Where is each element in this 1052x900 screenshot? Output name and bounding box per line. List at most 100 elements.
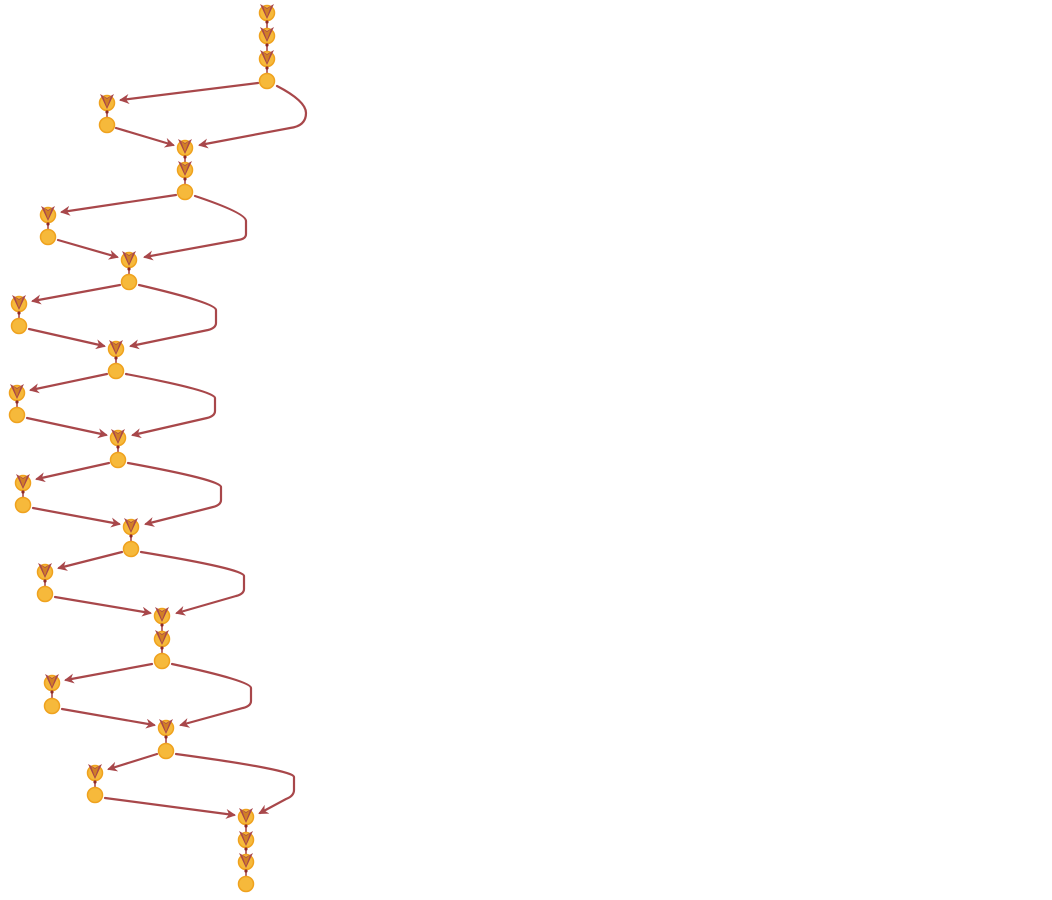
node-dot <box>244 869 248 873</box>
edge-arrow <box>29 372 109 394</box>
node-dot <box>93 780 97 784</box>
edge-arrow <box>107 752 159 772</box>
funnel-node <box>14 474 32 494</box>
edge-arrow <box>35 461 111 483</box>
node-circle <box>120 273 138 291</box>
arrowhead-inner-icon <box>103 96 111 107</box>
funnel-node <box>98 94 116 114</box>
node-dot <box>105 110 109 114</box>
arrowhead-inner-icon <box>158 609 166 620</box>
funnel-node <box>8 384 26 404</box>
node-dot <box>17 311 21 315</box>
node-circle <box>176 183 194 201</box>
funnel-node <box>176 139 194 159</box>
edge-arrow <box>170 662 253 728</box>
arrowhead-inner-icon <box>91 766 99 777</box>
node-circle <box>10 317 28 335</box>
edge-arrow <box>57 550 124 571</box>
funnel-node <box>237 853 255 873</box>
funnel-node <box>10 295 28 315</box>
arrowhead-inner-icon <box>242 855 250 866</box>
arrowhead-inner-icon <box>263 52 271 63</box>
funnel-node <box>176 161 194 181</box>
node-circle <box>43 697 61 715</box>
arrowhead-inner-icon <box>158 632 166 643</box>
arrowhead-inner-icon <box>48 676 56 687</box>
node-dot <box>129 534 133 538</box>
funnel-node <box>122 518 140 538</box>
node-dot <box>265 66 269 70</box>
node-circle <box>153 652 171 670</box>
node-dot <box>50 690 54 694</box>
node-dot <box>265 43 269 47</box>
arrowhead-inner-icon <box>114 431 122 442</box>
node-circle <box>8 406 26 424</box>
arrowhead-inner-icon <box>162 721 170 732</box>
node-dot <box>114 356 118 360</box>
arrowhead-inner-icon <box>41 565 49 576</box>
node-dot <box>265 20 269 24</box>
arrowhead-inner-icon <box>15 297 23 308</box>
node-dot <box>160 646 164 650</box>
funnel-node <box>153 607 171 627</box>
node-circle <box>36 585 54 603</box>
node-circle <box>107 362 125 380</box>
edge-arrow <box>31 283 122 305</box>
funnel-node <box>258 50 276 70</box>
edge-arrow <box>27 327 106 350</box>
node-dot <box>21 490 25 494</box>
node-dot <box>244 824 248 828</box>
edge-arrow <box>174 752 296 815</box>
edge-arrow <box>129 283 218 350</box>
arrowhead-inner-icon <box>242 810 250 821</box>
arrowhead-inner-icon <box>263 29 271 40</box>
node-dot <box>164 735 168 739</box>
node-dot <box>46 222 50 226</box>
arrowhead-inner-icon <box>13 386 21 397</box>
node-dot <box>160 623 164 627</box>
node-dot <box>127 267 131 271</box>
node-dot <box>43 579 47 583</box>
funnel-node <box>120 251 138 271</box>
edges-layer <box>16 19 308 877</box>
funnel-node <box>157 719 175 739</box>
funnel-node <box>237 831 255 851</box>
funnel-node <box>153 630 171 650</box>
arrowhead-inner-icon <box>263 6 271 17</box>
node-circle <box>86 786 104 804</box>
edge-arrow <box>119 81 260 104</box>
nodes-layer <box>8 4 276 893</box>
edge-arrow <box>114 126 175 148</box>
node-circle <box>39 228 57 246</box>
funnel-node <box>86 764 104 784</box>
arrowhead-inner-icon <box>181 163 189 174</box>
edge-arrow <box>25 416 108 439</box>
edge-arrow <box>198 84 308 149</box>
node-dot <box>116 445 120 449</box>
arrowhead-inner-icon <box>112 342 120 353</box>
node-circle <box>109 451 127 469</box>
edge-arrow <box>143 194 248 261</box>
edge-arrow <box>60 707 156 729</box>
funnel-node <box>36 563 54 583</box>
arrowhead-inner-icon <box>181 141 189 152</box>
edge-arrow <box>53 595 152 617</box>
arrowhead-inner-icon <box>127 520 135 531</box>
arrowhead-inner-icon <box>44 208 52 219</box>
edge-arrow <box>124 372 217 439</box>
node-dot <box>15 400 19 404</box>
node-circle <box>122 540 140 558</box>
node-dot <box>244 847 248 851</box>
arrowhead-inner-icon <box>242 833 250 844</box>
node-dot <box>183 177 187 181</box>
funnel-node <box>43 674 61 694</box>
node-dot <box>183 155 187 159</box>
funnel-node <box>258 4 276 24</box>
node-circle <box>14 496 32 514</box>
edge-arrow <box>56 238 119 260</box>
node-circle <box>258 72 276 90</box>
edge-arrow <box>139 550 246 616</box>
funnel-node <box>258 27 276 47</box>
funnel-node <box>237 808 255 828</box>
